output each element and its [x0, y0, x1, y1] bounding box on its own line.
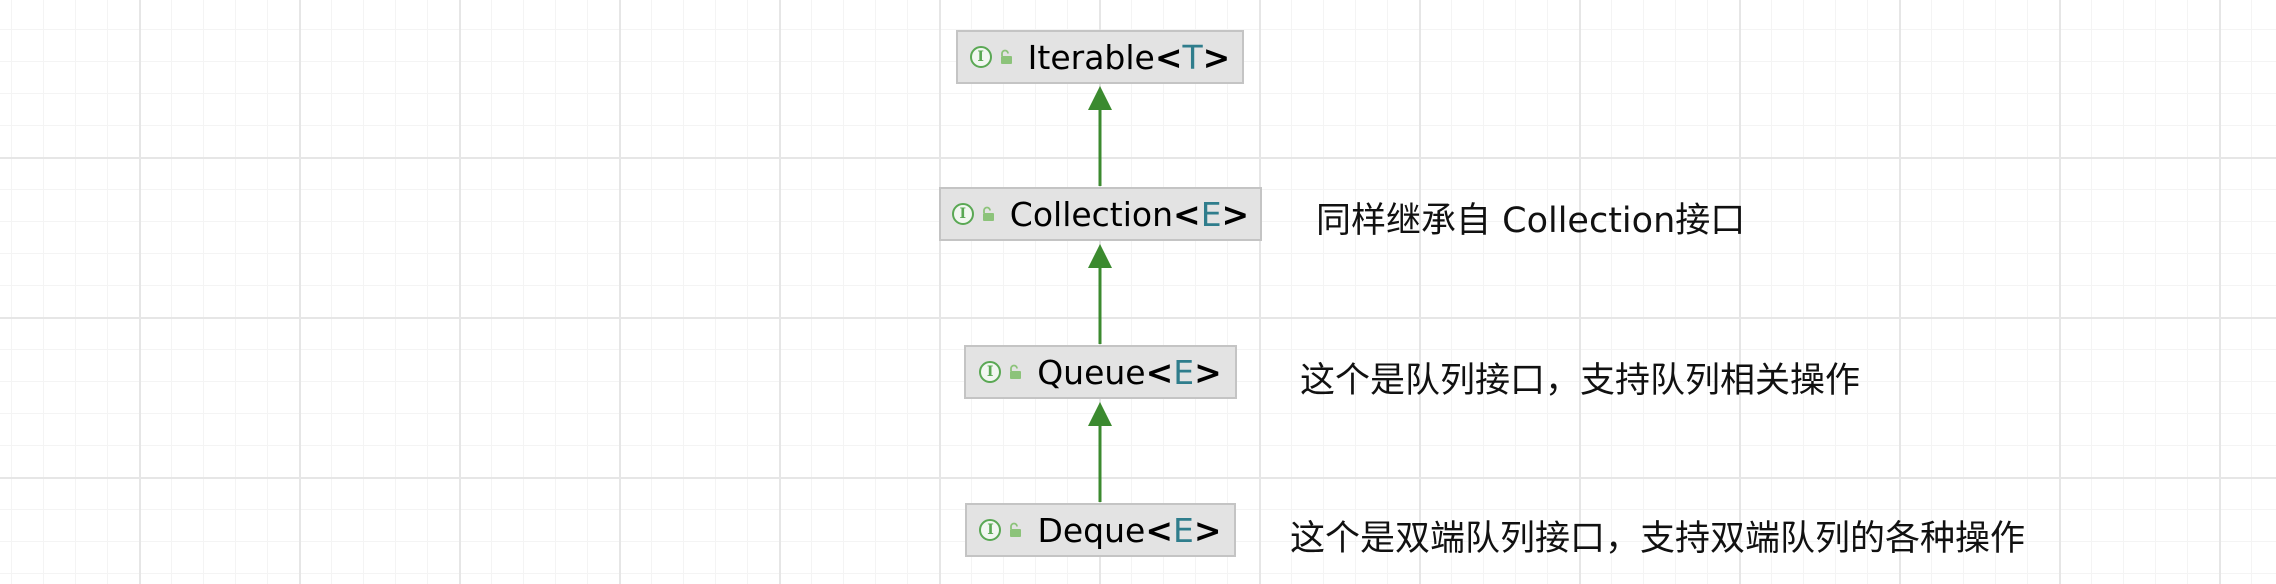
type-parameter: E — [1173, 510, 1194, 550]
node-iterable[interactable]: I Iterable<T> — [956, 30, 1244, 84]
node-label: Collection<E> — [1009, 194, 1250, 234]
edge-queue-to-collection — [1088, 244, 1112, 344]
interface-icon: I — [979, 361, 1002, 383]
edge-arrowhead — [1088, 244, 1112, 268]
type-parameter: E — [1173, 352, 1195, 392]
interface-name: Collection — [1009, 194, 1174, 234]
edge-arrowhead — [1088, 402, 1112, 426]
type-parameter: E — [1200, 194, 1222, 234]
interface-icon: I — [969, 46, 992, 68]
node-collection[interactable]: I Collection<E> — [939, 187, 1262, 241]
interface-icon: I — [951, 203, 974, 225]
unlocked-icon — [1010, 522, 1022, 537]
node-queue[interactable]: I Queue<E> — [964, 345, 1237, 399]
annotation-queue: 这个是队列接口，支持队列相关操作 — [1300, 361, 1861, 401]
annotation-deque: 这个是双端队列接口，支持双端队列的各种操作 — [1290, 519, 2026, 559]
interface-name: Queue — [1037, 352, 1146, 392]
edge-collection-to-iterable — [1088, 86, 1112, 186]
interface-name: Deque — [1037, 510, 1146, 550]
edge-arrowhead — [1088, 86, 1112, 110]
type-parameter: T — [1182, 37, 1203, 77]
node-deque[interactable]: I Deque<E> — [965, 503, 1236, 557]
node-label: Iterable<T> — [1027, 37, 1231, 77]
interface-icon: I — [979, 519, 1002, 541]
unlocked-icon — [1010, 364, 1022, 379]
unlocked-icon — [982, 206, 994, 221]
annotation-collection: 同样继承自 Collection接口 — [1316, 201, 1746, 241]
node-label: Queue<E> — [1037, 352, 1222, 392]
node-label: Deque<E> — [1037, 510, 1222, 550]
unlocked-icon — [1000, 49, 1012, 64]
edge-deque-to-queue — [1088, 402, 1112, 502]
interface-name: Iterable — [1027, 37, 1155, 77]
